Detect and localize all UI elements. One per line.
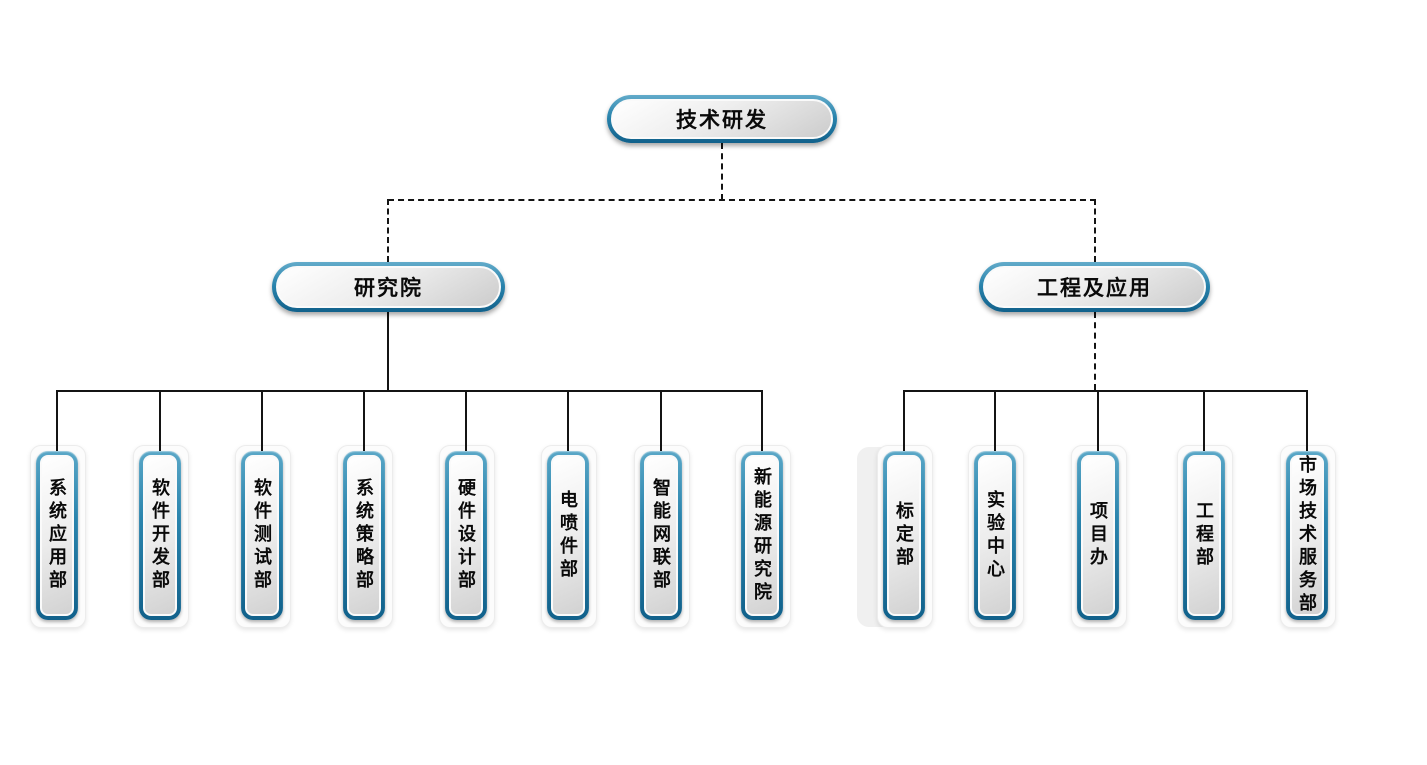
node-label: 工程及应用 — [983, 266, 1206, 308]
org-leaf-node[interactable]: 电喷件部 — [547, 451, 589, 620]
connector-leaf-drop — [465, 391, 467, 451]
org-leaf-node[interactable]: 硬件设计部 — [445, 451, 487, 620]
leaf-card: 工程部 — [1177, 445, 1233, 628]
connector-leaf-drop — [56, 391, 58, 451]
connector-leaf-drop — [994, 391, 996, 451]
connector-leaf-drop — [1097, 391, 1099, 451]
leaf-card: 新能源研究院 — [735, 445, 791, 628]
leaf-label: 智能网联部 — [651, 478, 671, 593]
leaf-card: 智能网联部 — [634, 445, 690, 628]
connector-leaf-drop — [1203, 391, 1205, 451]
connector-institute-drop — [387, 199, 389, 262]
connector-leaf-drop — [1306, 391, 1308, 451]
leaf-label: 电喷件部 — [558, 489, 578, 582]
leaf-card: 软件开发部 — [133, 445, 189, 628]
node-tech-rnd[interactable]: 技术研发 — [607, 95, 837, 143]
node-research-institute[interactable]: 研究院 — [272, 262, 505, 312]
connector-leaf-drop — [363, 391, 365, 451]
connector-engineering-rail — [903, 390, 1308, 392]
leaf-card: 软件测试部 — [235, 445, 291, 628]
leaf-label: 软件开发部 — [150, 478, 170, 593]
leaf-label: 标定部 — [894, 501, 914, 570]
connector-institute-stem — [387, 312, 389, 391]
connector-leaf-drop — [159, 391, 161, 451]
leaf-label: 硬件设计部 — [456, 478, 476, 593]
org-leaf-node[interactable]: 工程部 — [1183, 451, 1225, 620]
leaf-label: 项目办 — [1088, 501, 1108, 570]
node-label: 研究院 — [276, 266, 501, 308]
org-leaf-node[interactable]: 项目办 — [1077, 451, 1119, 620]
org-leaf-node[interactable]: 标定部 — [883, 451, 925, 620]
org-leaf-node[interactable]: 实验中心 — [974, 451, 1016, 620]
leaf-card: 电喷件部 — [541, 445, 597, 628]
org-leaf-node[interactable]: 系统策略部 — [343, 451, 385, 620]
leaf-card: 硬件设计部 — [439, 445, 495, 628]
leaf-card: 实验中心 — [968, 445, 1024, 628]
connector-leaf-drop — [261, 391, 263, 451]
org-leaf-node[interactable]: 市场技术服务部 — [1286, 451, 1328, 620]
leaf-card: 系统策略部 — [337, 445, 393, 628]
leaf-label: 市场技术服务部 — [1297, 455, 1317, 616]
leaf-card: 标定部 — [877, 445, 933, 628]
leaf-label: 软件测试部 — [252, 478, 272, 593]
connector-leaf-drop — [761, 391, 763, 451]
leaf-label: 工程部 — [1194, 501, 1214, 570]
leaf-card: 市场技术服务部 — [1280, 445, 1336, 628]
node-label: 技术研发 — [611, 99, 833, 139]
connector-top-rail — [388, 199, 1096, 201]
leaf-label: 系统应用部 — [47, 478, 67, 593]
node-engineering-application[interactable]: 工程及应用 — [979, 262, 1210, 312]
connector-leaf-drop — [567, 391, 569, 451]
connector-root-drop — [721, 143, 723, 200]
leaf-card: 项目办 — [1071, 445, 1127, 628]
org-leaf-node[interactable]: 系统应用部 — [36, 451, 78, 620]
leaf-label: 系统策略部 — [354, 478, 374, 593]
connector-leaf-drop — [903, 391, 905, 451]
connector-engineering-stem — [1094, 312, 1096, 390]
connector-leaf-drop — [660, 391, 662, 451]
leaf-label: 实验中心 — [985, 489, 1005, 582]
connector-institute-rail — [56, 390, 763, 392]
connector-engineering-drop — [1094, 199, 1096, 262]
org-leaf-node[interactable]: 新能源研究院 — [741, 451, 783, 620]
org-leaf-node[interactable]: 智能网联部 — [640, 451, 682, 620]
org-leaf-node[interactable]: 软件开发部 — [139, 451, 181, 620]
leaf-card: 系统应用部 — [30, 445, 86, 628]
leaf-label: 新能源研究院 — [752, 466, 772, 605]
org-leaf-node[interactable]: 软件测试部 — [241, 451, 283, 620]
